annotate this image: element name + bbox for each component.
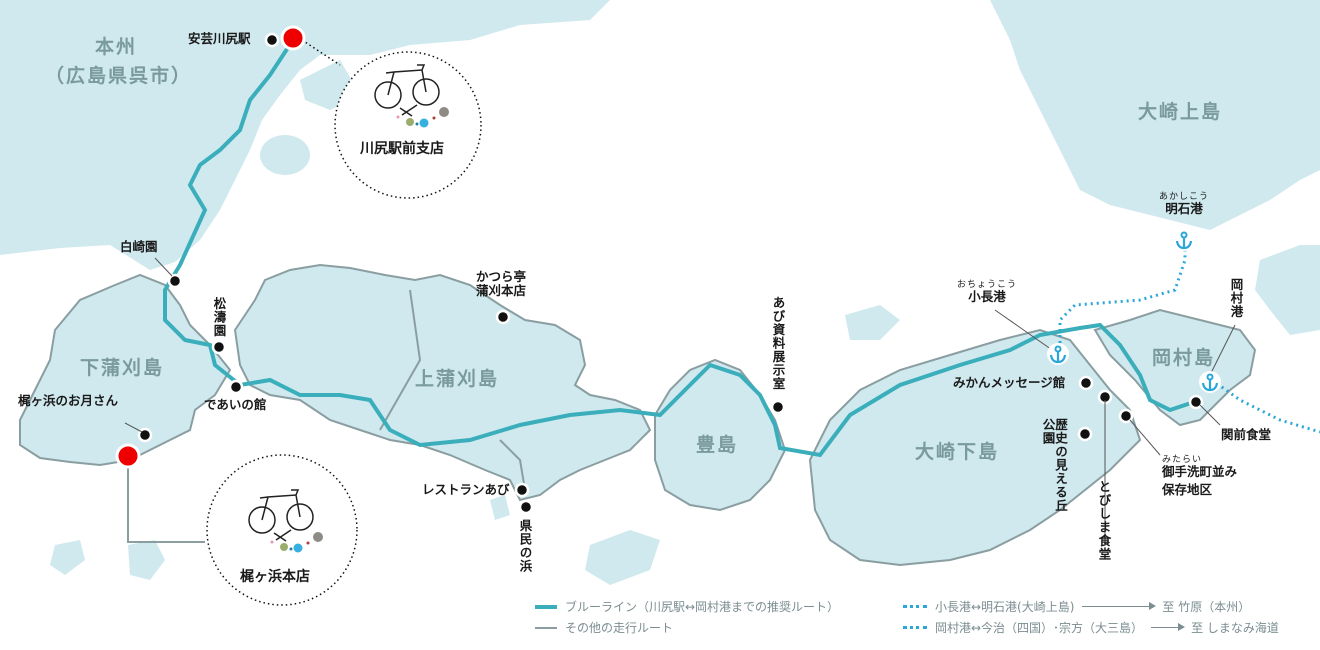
island-label-osaki-shimojima: 大崎下島 <box>915 441 1000 463</box>
mitarai-line2: 保存地区 <box>1162 481 1213 497</box>
other-route-swatch <box>535 626 557 629</box>
spot-marker <box>228 379 244 395</box>
spot-label-katsuratei[interactable]: かつら亭 蒲刈本店 <box>476 269 527 299</box>
spot-label-abi-shiryo[interactable]: あび資料展示室 <box>770 296 786 391</box>
land-kami-kamagari <box>233 263 652 502</box>
spot-marker <box>514 482 530 498</box>
spot-label-otsukisan[interactable]: 梶ヶ浜のお月さん <box>18 393 119 408</box>
legend-blue-line: ブルーライン（川尻駅↔岡村港までの推奨ルート） <box>535 598 839 615</box>
blue-line-route <box>163 38 1201 458</box>
spot-label-mikan[interactable]: みかんメッセージ館 <box>953 375 1066 390</box>
shop-name-kawajiri[interactable]: 川尻駅前支店 <box>360 141 444 157</box>
spot-marker <box>1188 394 1204 410</box>
legend-ferry-2-dest: 至 しまなみ海道 <box>1191 621 1279 635</box>
legend-ferry-2: 岡村港↔今治（四国）･宗方（大三島） 至 しまなみ海道 <box>903 619 1279 636</box>
legend-ferry-1-text: 小長港↔明石港(大崎上島) <box>935 600 1075 614</box>
land-okamura <box>1093 308 1257 427</box>
land-honshu <box>0 0 610 270</box>
spot-label-restaurant-abi[interactable]: レストランあび <box>422 482 510 497</box>
spot-marker <box>211 339 227 355</box>
legend-ferry-1: 小長港↔明石港(大崎上島) 至 竹原（本州） <box>903 598 1250 615</box>
bicycle-logo-icon <box>248 489 323 553</box>
spot-label-rekishi-park[interactable]: 歴史の見える丘公園 <box>1040 418 1069 513</box>
spot-marker <box>518 499 534 515</box>
legend-other-route-text: その他の走行ルート <box>565 621 674 635</box>
spot-label-hakusaien[interactable]: 白崎園 <box>120 239 158 254</box>
legend-ferry-1-dest: 至 竹原（本州） <box>1162 600 1251 614</box>
legend-blue-line-text: ブルーライン（川尻駅↔岡村港までの推奨ルート） <box>565 600 840 614</box>
island-label-okamura: 岡村島 <box>1152 347 1216 369</box>
shop-marker-kajigahama <box>115 443 141 469</box>
island-label-shimo-kamagari: 下蒲刈島 <box>80 357 165 379</box>
port-label-okamura[interactable]: 岡村港 <box>1228 278 1244 319</box>
ferry-swatch <box>903 626 927 629</box>
anchor-icon-okamura <box>1199 371 1221 393</box>
ocho-name: 小長港 <box>968 289 1006 305</box>
shop-circle-kajigahama <box>206 454 358 606</box>
bicycle-logo-icon <box>374 64 449 128</box>
island-label-osaki-kamijima: 大崎上島 <box>1138 101 1223 123</box>
spot-label-shoutouen[interactable]: 松濤園 <box>211 297 227 338</box>
spot-marker <box>1118 408 1134 424</box>
anchor-icon-ocho <box>1047 343 1069 365</box>
island-label-toyoshima: 豊島 <box>696 434 739 456</box>
spot-label-deai[interactable]: であいの館 <box>204 397 267 412</box>
arrow-right-icon <box>1082 602 1157 610</box>
spot-label-aki-kawajiri[interactable]: 安芸川尻駅 <box>188 31 251 46</box>
spot-label-tobishima[interactable]: とびしま食堂 <box>1096 480 1112 561</box>
land-osaki-kamijima <box>990 0 1320 230</box>
port-label-ocho[interactable]: おちょうこう 小長港 <box>957 280 1017 305</box>
ferry-route-akashi <box>1058 240 1187 355</box>
akashi-name: 明石港 <box>1165 201 1203 217</box>
spot-marker <box>167 273 183 289</box>
spot-marker <box>1078 375 1094 391</box>
arrow-right-icon <box>1151 623 1186 631</box>
ruby-akashi: あかしこう <box>1159 192 1210 202</box>
spot-marker <box>264 32 280 48</box>
anchor-icon-akashi <box>1173 229 1195 251</box>
spot-marker <box>495 309 511 325</box>
spot-label-sekizen[interactable]: 関前食堂 <box>1221 427 1272 442</box>
island-label-kami-kamagari: 上蒲刈島 <box>415 368 500 390</box>
spot-label-kenmin-no-hama[interactable]: 県民の浜 <box>517 519 533 573</box>
legend-ferry-2-text: 岡村港↔今治（四国）･宗方（大三島） <box>935 621 1144 635</box>
ruby-ocho: おちょうこう <box>957 280 1018 290</box>
spot-marker <box>1077 426 1093 442</box>
spot-marker <box>770 399 786 415</box>
port-label-akashi[interactable]: あかしこう 明石港 <box>1159 192 1209 217</box>
region-label-honshu: 本州 <box>95 36 138 58</box>
spot-label-mitarai[interactable]: みたらい 御手洗町並み 保存地区 <box>1162 455 1237 497</box>
shop-name-kajigahama[interactable]: 梶ヶ浜本店 <box>240 569 310 585</box>
blue-line-swatch <box>535 604 557 609</box>
legend-other-route: その他の走行ルート <box>535 619 673 636</box>
ruby-mitarai: みたらい <box>1162 455 1203 465</box>
mitarai-line1: 御手洗町並み <box>1162 464 1238 480</box>
region-label-honshu-sub: （広島県呉市） <box>45 65 193 87</box>
ferry-swatch <box>903 605 927 608</box>
shop-marker-kawajiri <box>280 25 306 51</box>
